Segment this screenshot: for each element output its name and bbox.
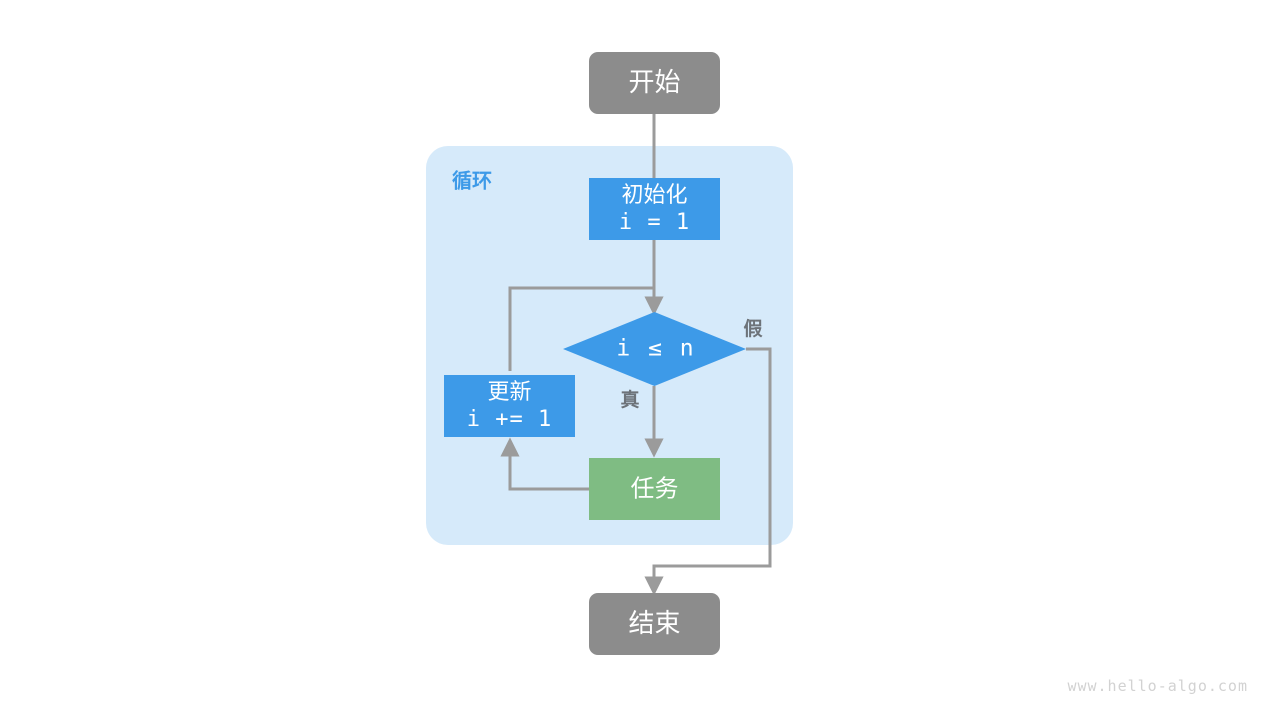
node-start[interactable]: 开始 [589, 52, 720, 114]
edge-label-false: 假 [743, 317, 762, 340]
node-decision-shape [563, 312, 746, 386]
edge-update-to-decision [508, 286, 654, 371]
node-init[interactable]: 初始化 i = 1 [589, 178, 720, 240]
watermark-text: www.hello-algo.com [1067, 677, 1248, 695]
loop-group-label: 循环 [452, 168, 492, 192]
node-decision-label: i ≤ n [616, 336, 695, 362]
edge-decision-to-end [644, 347, 772, 596]
node-update[interactable]: 更新 i += 1 [444, 375, 575, 437]
node-start-label: 开始 [628, 67, 680, 97]
node-init-shape [589, 178, 720, 240]
node-end-label: 结束 [628, 608, 680, 638]
node-init-label-line1: 初始化 [621, 182, 687, 207]
node-end[interactable]: 结束 [589, 593, 720, 655]
node-task[interactable]: 任务 [589, 458, 720, 520]
node-decision[interactable]: i ≤ n [563, 312, 746, 386]
node-end-shape [589, 593, 720, 655]
node-update-label-line1: 更新 [487, 379, 531, 404]
node-task-label: 任务 [631, 475, 679, 502]
edge-label-true: 真 [620, 388, 639, 411]
node-update-shape [444, 375, 575, 437]
node-init-label-line2: i = 1 [619, 210, 690, 235]
edge-task-to-update [500, 437, 589, 491]
node-task-shape [589, 458, 720, 520]
node-start-shape [589, 52, 720, 114]
node-update-label-line2: i += 1 [467, 407, 552, 432]
